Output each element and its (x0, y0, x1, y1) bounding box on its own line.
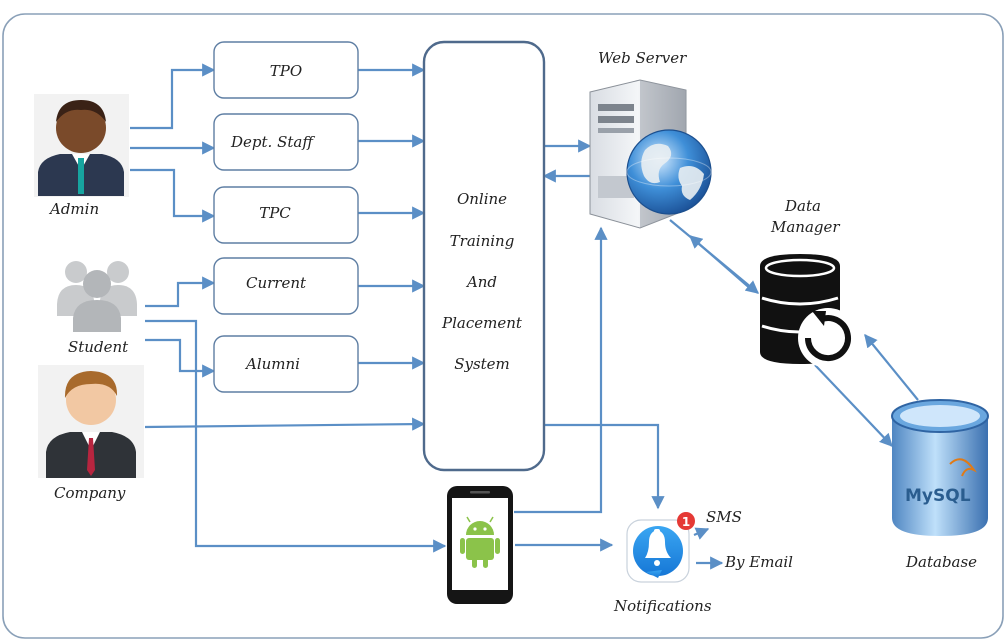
system-line-2: Training (450, 232, 515, 250)
alumni-label: Alumni (244, 355, 300, 373)
web-server: Web Server (589, 49, 712, 229)
student-label: Student (68, 338, 129, 356)
tpc-label: TPC (259, 204, 291, 222)
current-label: Current (246, 274, 307, 292)
role-box-tpo: TPO (213, 41, 359, 99)
company-head-icon (66, 375, 116, 425)
role-box-dept-staff: Dept. Staff (213, 113, 359, 171)
data-manager-line-2: Manager (770, 218, 840, 236)
email-label: By Email (724, 553, 793, 571)
notification-badge: 1 (677, 512, 695, 530)
system-line-5: System (454, 355, 510, 373)
sms-label: SMS (706, 508, 742, 526)
placement-system-box: Online Training And Placement System (422, 40, 546, 472)
globe-icon (626, 129, 712, 215)
connectors (130, 63, 919, 570)
admin-label: Admin (48, 200, 99, 218)
system-line-1: Online (457, 190, 507, 208)
data-manager: Data Manager (760, 197, 858, 368)
student-group-icon (65, 261, 87, 283)
data-manager-line-1: Data (784, 197, 821, 215)
database-sync-icon (760, 254, 858, 368)
company-label: Company (54, 484, 126, 502)
mysql-database-icon: MySQL (891, 399, 989, 536)
notifications: 1 Notifications SMS By Email (613, 508, 793, 615)
role-box-alumni: Alumni (213, 335, 359, 393)
role-box-tpc: TPC (213, 186, 359, 244)
company-actor: Company (38, 365, 144, 502)
android-phone (447, 486, 513, 604)
admin-actor: Admin (34, 94, 129, 218)
admin-head-icon (56, 103, 106, 153)
system-line-4: Placement (441, 314, 523, 332)
tpo-label: TPO (270, 62, 302, 80)
web-server-label: Web Server (598, 49, 687, 67)
notifications-label: Notifications (613, 597, 712, 615)
android-icon (460, 516, 500, 568)
database: MySQL Database (891, 399, 989, 571)
database-label: Database (905, 553, 977, 571)
role-box-current: Current (213, 257, 359, 315)
mysql-logo-text: MySQL (905, 486, 971, 506)
system-line-3: And (465, 273, 497, 291)
student-actor: Student (57, 261, 137, 356)
svg-text:1: 1 (682, 515, 690, 529)
dept-staff-label: Dept. Staff (230, 133, 315, 151)
